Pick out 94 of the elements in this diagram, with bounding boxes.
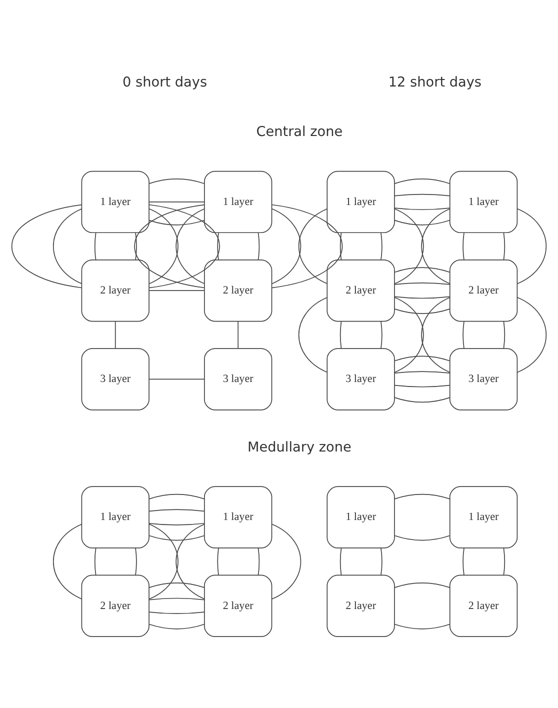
label: Central zone <box>256 124 343 140</box>
connector <box>462 547 464 575</box>
connector <box>258 232 260 260</box>
node-box: 1 layer <box>204 170 272 233</box>
node-box: 2 layer <box>204 258 272 322</box>
connector <box>462 232 464 260</box>
connector <box>380 320 382 348</box>
node-box: 2 layer <box>81 574 150 637</box>
connector <box>148 208 178 284</box>
node-box: 1 layer <box>326 170 395 233</box>
connector <box>394 384 450 387</box>
connector <box>148 623 205 629</box>
node-box: 1 layer <box>449 486 518 548</box>
connector <box>394 308 450 314</box>
connector <box>217 232 219 260</box>
connector <box>148 219 205 225</box>
node-box: 1 layer <box>204 486 272 548</box>
connector <box>148 508 205 512</box>
connector <box>503 232 506 260</box>
node-box: 1 layer <box>449 170 518 233</box>
connector <box>238 320 239 348</box>
connector <box>52 208 82 284</box>
node-box: 3 layer <box>449 348 518 410</box>
connector <box>217 547 219 575</box>
node-box: 2 layer <box>326 258 395 322</box>
node-box: 1 layer <box>326 486 395 548</box>
connector <box>394 296 424 372</box>
connector <box>380 547 382 575</box>
connector <box>148 597 205 600</box>
connector <box>516 296 547 372</box>
connector <box>94 547 96 575</box>
node-box: 3 layer <box>326 348 395 410</box>
connector <box>176 208 205 284</box>
connector <box>52 523 82 599</box>
connector <box>394 282 450 284</box>
connector <box>176 523 205 599</box>
connector <box>148 204 220 288</box>
node-box: 1 layer <box>81 486 150 548</box>
connector <box>503 547 506 575</box>
node-box: 2 layer <box>449 574 518 637</box>
connector <box>394 207 450 210</box>
connector <box>516 208 547 284</box>
connector <box>298 208 328 284</box>
connector <box>394 219 450 225</box>
connector <box>148 201 205 202</box>
connector <box>394 623 450 629</box>
label: 0 short days <box>122 74 208 90</box>
connector <box>298 296 328 372</box>
connector <box>394 370 450 374</box>
connector <box>135 232 137 260</box>
connector <box>148 493 205 499</box>
node-box: 2 layer <box>326 574 395 637</box>
connector <box>134 204 205 288</box>
connector <box>394 178 450 184</box>
connector <box>148 534 205 540</box>
node-box: 3 layer <box>204 348 272 410</box>
connector <box>271 208 302 284</box>
connector <box>148 523 178 599</box>
label: Medullary zone <box>248 438 352 455</box>
connector <box>380 232 382 260</box>
connector <box>340 320 342 348</box>
connector <box>394 193 450 196</box>
connector <box>11 204 82 288</box>
node-box: 2 layer <box>449 258 518 322</box>
connector <box>114 320 116 348</box>
connector <box>258 547 260 575</box>
node-box: 1 layer <box>81 170 150 233</box>
node-box: 3 layer <box>81 348 150 410</box>
connector <box>503 320 506 348</box>
connector <box>148 178 205 184</box>
connector <box>271 204 343 288</box>
connector <box>148 378 205 380</box>
connector <box>148 582 205 588</box>
connector <box>148 522 205 525</box>
connector <box>135 547 137 575</box>
connector <box>394 266 450 272</box>
connector <box>421 296 450 372</box>
node-box: 2 layer <box>204 574 272 637</box>
connector <box>148 611 205 614</box>
connector <box>462 320 464 348</box>
label: 12 short days <box>388 74 482 90</box>
connector <box>271 523 302 599</box>
connector <box>394 534 450 540</box>
connector <box>340 232 342 260</box>
connector <box>421 208 450 284</box>
connector <box>394 208 424 284</box>
connector <box>94 232 96 260</box>
connector <box>394 355 450 361</box>
connector <box>394 396 450 402</box>
connector <box>394 493 450 499</box>
connector <box>394 296 450 298</box>
node-box: 2 layer <box>81 258 150 322</box>
connector <box>394 582 450 588</box>
connector <box>340 547 342 575</box>
